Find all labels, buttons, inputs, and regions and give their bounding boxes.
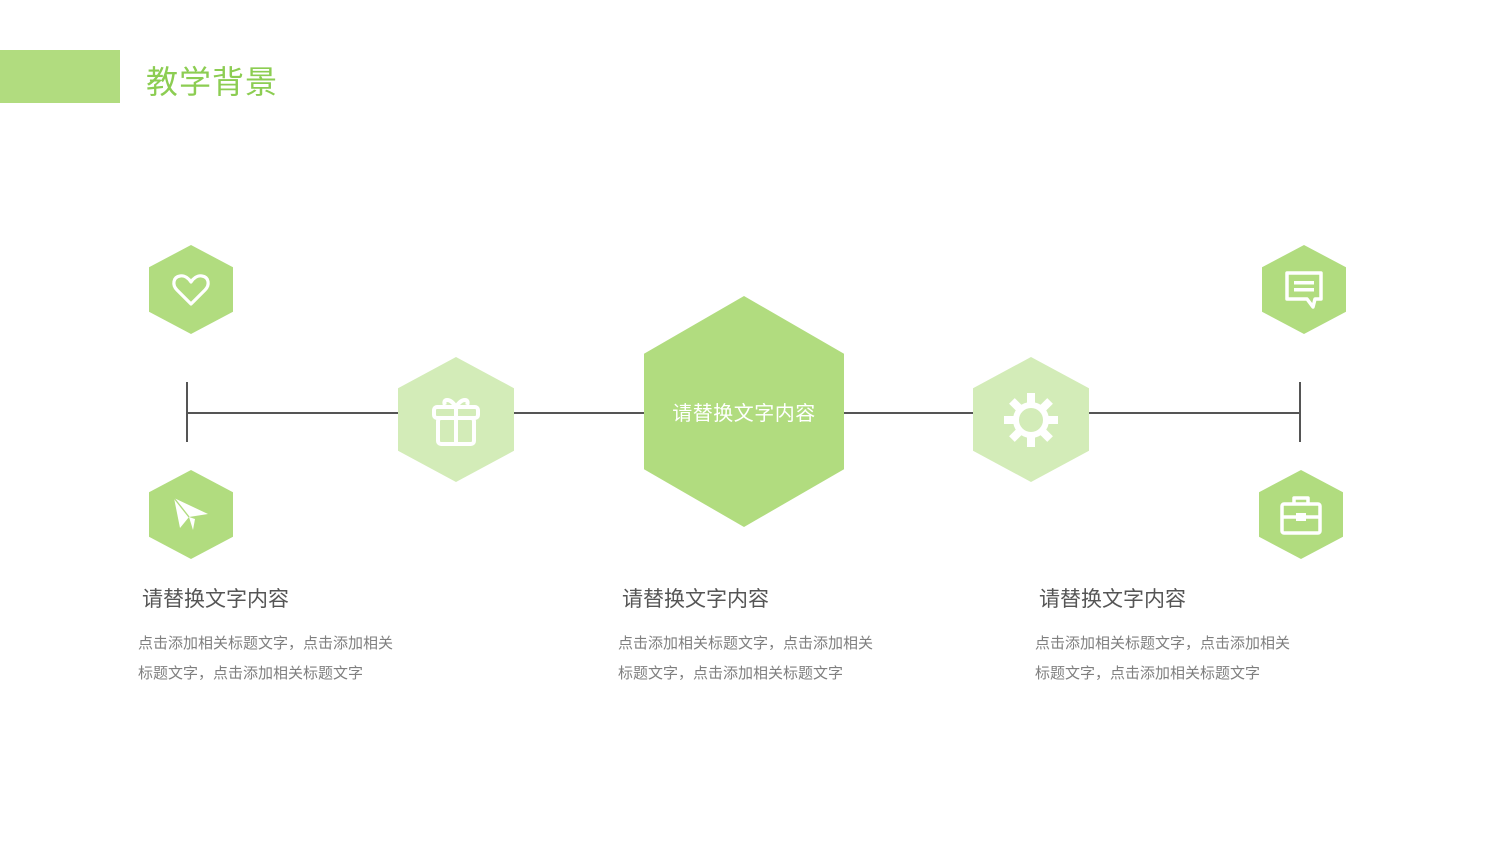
gift-icon [432, 397, 480, 446]
hex-chat [1262, 245, 1346, 334]
hex-gear [973, 357, 1089, 482]
column-title: 请替换文字内容 [622, 587, 769, 611]
hex-briefcase [1259, 470, 1343, 559]
paper-plane-icon [173, 497, 208, 530]
hex-paper-plane [149, 470, 233, 559]
column-3: 请替换文字内容 点击添加相关标题文字，点击添加相关标题文字，点击添加相关标题文字 [1035, 584, 1295, 688]
hex-heart [149, 245, 233, 334]
title-accent-bar [0, 50, 120, 103]
chat-icon [1285, 270, 1323, 309]
column-description: 点击添加相关标题文字，点击添加相关标题文字，点击添加相关标题文字 [1035, 634, 1291, 682]
column-title: 请替换文字内容 [142, 587, 289, 611]
briefcase-icon [1280, 495, 1322, 535]
column-description: 点击添加相关标题文字，点击添加相关标题文字，点击添加相关标题文字 [618, 634, 874, 682]
timeline-left-cap [186, 382, 188, 442]
column-title: 请替换文字内容 [1039, 587, 1186, 611]
heart-icon [172, 273, 210, 306]
column-description: 点击添加相关标题文字，点击添加相关标题文字，点击添加相关标题文字 [138, 634, 394, 682]
column-2: 请替换文字内容 点击添加相关标题文字，点击添加相关标题文字，点击添加相关标题文字 [618, 584, 878, 688]
center-hex: 请替换文字内容 [644, 296, 844, 527]
gear-icon [1004, 392, 1058, 447]
center-label: 请替换文字内容 [672, 401, 816, 425]
column-1: 请替换文字内容 点击添加相关标题文字，点击添加相关标题文字，点击添加相关标题文字 [138, 584, 398, 688]
timeline-right-cap [1299, 382, 1301, 442]
hex-gift [398, 357, 514, 482]
page-title: 教学背景 [146, 63, 279, 101]
